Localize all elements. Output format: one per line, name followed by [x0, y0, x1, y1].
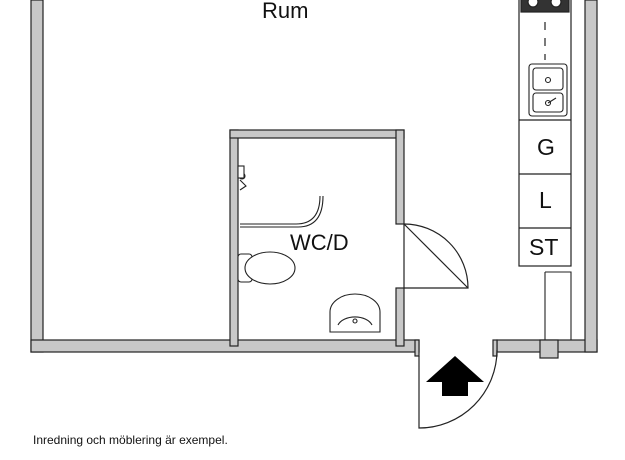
door-jamb-right: [492, 339, 498, 357]
wc-wall-left: [229, 129, 239, 347]
entrance-arrow-icon: [426, 356, 484, 396]
wc-wall-right-upper: [395, 129, 405, 225]
kitchen-sink-icon: [528, 63, 568, 117]
wc-door: [403, 223, 469, 289]
kitchen-l-label: L: [539, 187, 552, 213]
kitchen-g-label: G: [537, 134, 555, 160]
bathroom-label: WC/D: [290, 230, 349, 255]
kitchen-st-label: ST: [529, 234, 559, 260]
footnote: Inredning och möblering är exempel.: [33, 433, 228, 447]
door-jamb-left: [414, 339, 420, 357]
wall-right: [584, 0, 598, 353]
wc-wall-right-lower: [395, 287, 405, 347]
wc-wall-top: [229, 129, 405, 139]
wash-basin-icon: [329, 293, 381, 333]
room-label: Rum: [262, 0, 309, 23]
wall-left: [30, 0, 44, 353]
shower-icon: [237, 165, 324, 228]
wall-stub-right: [539, 339, 559, 359]
toilet-icon: [237, 251, 296, 285]
wall-bottom-left: [30, 339, 420, 353]
entrance-door: [418, 349, 498, 429]
stove-icon: [520, 0, 570, 13]
